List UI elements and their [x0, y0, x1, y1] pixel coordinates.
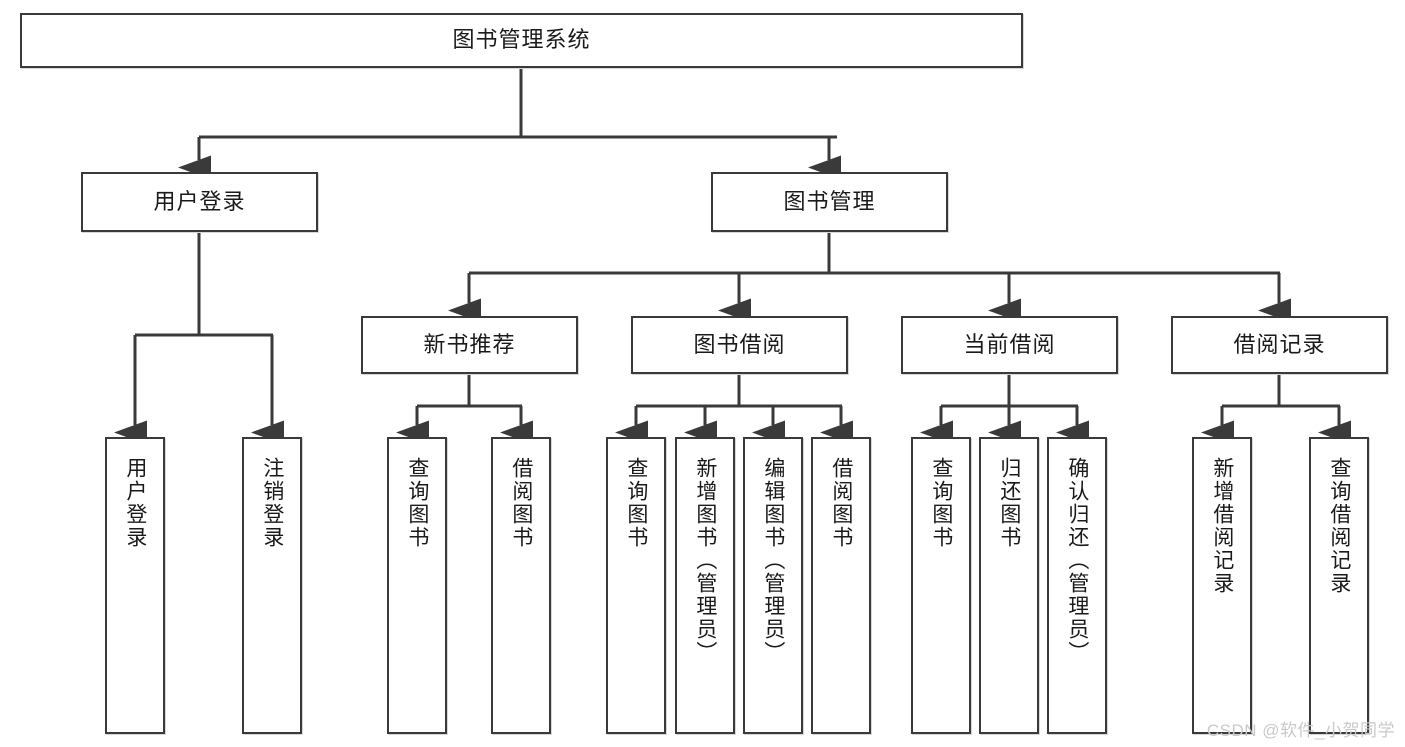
- leaf-book-borrow-add[interactable]: 新增图书（管理员）: [675, 437, 735, 734]
- leaf-current-borrow-confirm-return[interactable]: 确认归还（管理员）: [1047, 437, 1107, 734]
- node-label: 当前借阅: [963, 331, 1056, 357]
- node-label: 归还图书: [997, 457, 1021, 549]
- node-label: 新增借阅记录: [1210, 457, 1234, 595]
- node-borrow-record[interactable]: 借阅记录: [1171, 316, 1388, 374]
- leaf-current-borrow-return[interactable]: 归还图书: [979, 437, 1039, 734]
- node-label: 图书借阅: [693, 331, 786, 357]
- leaf-current-borrow-query[interactable]: 查询图书: [911, 437, 971, 734]
- node-label: 注销登录: [260, 457, 284, 549]
- leaf-book-borrow-query[interactable]: 查询图书: [606, 437, 666, 734]
- node-label: 图书管理系统: [452, 27, 591, 53]
- node-book-management[interactable]: 图书管理: [711, 172, 948, 232]
- node-label: 图书管理: [783, 188, 876, 214]
- leaf-book-borrow-edit[interactable]: 编辑图书（管理员）: [743, 437, 803, 734]
- node-root-system[interactable]: 图书管理系统: [20, 13, 1023, 68]
- node-user-login[interactable]: 用户登录: [81, 172, 318, 232]
- node-label: 查询借阅记录: [1327, 457, 1351, 595]
- node-current-borrow[interactable]: 当前借阅: [901, 316, 1118, 374]
- node-label: 用户登录: [153, 188, 246, 214]
- node-label: 新书推荐: [423, 331, 516, 357]
- node-label: 查询图书: [624, 457, 648, 549]
- node-label: 借阅图书: [829, 457, 853, 549]
- node-label: 查询图书: [405, 457, 429, 549]
- node-label: 编辑图书（管理员）: [761, 457, 785, 664]
- leaf-borrow-record-add[interactable]: 新增借阅记录: [1192, 437, 1252, 734]
- node-label: 查询图书: [929, 457, 953, 549]
- leaf-new-book-borrow[interactable]: 借阅图书: [491, 437, 551, 734]
- node-new-book-recommend[interactable]: 新书推荐: [361, 316, 578, 374]
- leaf-user-login-logout[interactable]: 注销登录: [242, 437, 302, 734]
- node-label: 借阅记录: [1233, 331, 1326, 357]
- node-label: 新增图书（管理员）: [693, 457, 717, 664]
- leaf-book-borrow-borrow[interactable]: 借阅图书: [811, 437, 871, 734]
- leaf-new-book-query[interactable]: 查询图书: [387, 437, 447, 734]
- node-label: 用户登录: [123, 457, 147, 549]
- node-book-borrow[interactable]: 图书借阅: [631, 316, 848, 374]
- leaf-borrow-record-query[interactable]: 查询借阅记录: [1309, 437, 1369, 734]
- node-label: 确认归还（管理员）: [1065, 457, 1089, 664]
- node-label: 借阅图书: [509, 457, 533, 549]
- leaf-user-login-login[interactable]: 用户登录: [105, 437, 165, 734]
